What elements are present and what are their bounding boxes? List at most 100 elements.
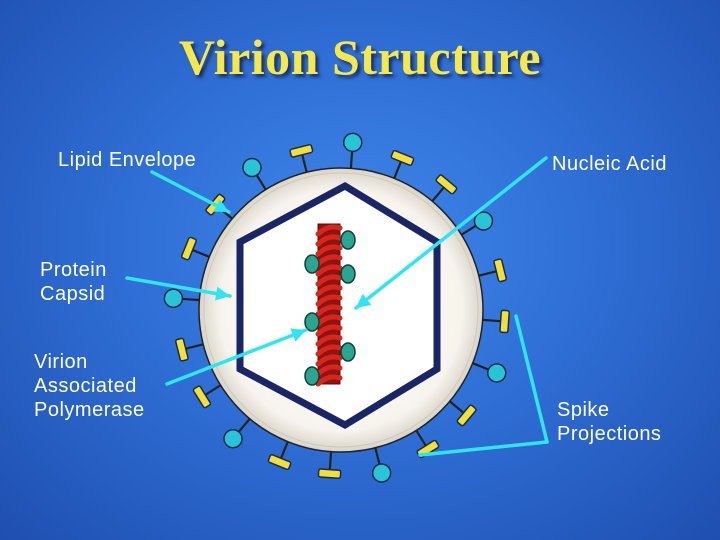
polymerase-molecule bbox=[340, 264, 356, 284]
label-spike-line2: Projections bbox=[557, 423, 662, 445]
spike-stalk bbox=[392, 161, 402, 181]
nucleic-acid-turn bbox=[315, 274, 343, 287]
label-spike-line1: Spike bbox=[557, 399, 610, 421]
spike-stalk bbox=[192, 249, 212, 259]
spike-knob-head bbox=[223, 428, 243, 449]
spike-knob-head bbox=[342, 132, 363, 153]
spike-cap bbox=[267, 439, 292, 471]
pointer-nucleic-acid bbox=[354, 156, 548, 310]
pointer-spike-lower bbox=[418, 440, 549, 457]
spike-cap bbox=[390, 149, 415, 181]
spike-knob bbox=[163, 288, 202, 309]
spike-cap-head bbox=[493, 258, 507, 283]
polymerase-molecule bbox=[304, 312, 320, 332]
nucleic-acid-turn bbox=[315, 374, 343, 387]
spike-cap bbox=[192, 383, 223, 409]
spike-stalk bbox=[414, 428, 427, 447]
spike-stalk bbox=[185, 342, 206, 350]
spike-cap bbox=[289, 144, 314, 175]
spike-cap bbox=[430, 174, 458, 204]
spike-cap-head bbox=[267, 454, 292, 471]
spike-cap-head bbox=[289, 144, 314, 158]
pointer-lipid-envelope bbox=[150, 170, 231, 214]
spike-stalk bbox=[447, 399, 465, 414]
spike-stalk bbox=[237, 416, 252, 434]
spike-knob-head bbox=[371, 463, 392, 483]
spike-stalk bbox=[476, 270, 497, 278]
spike-cap-head bbox=[499, 309, 510, 334]
polymerase-molecule bbox=[340, 230, 356, 250]
spike-stalk bbox=[430, 186, 445, 204]
lipid-envelope-inner-edge bbox=[203, 172, 479, 448]
nucleic-acid-turn bbox=[315, 304, 343, 317]
nucleic-acid-turn bbox=[315, 234, 343, 247]
spike-stalk bbox=[280, 439, 290, 459]
spike-stalk bbox=[181, 297, 202, 302]
label-protein-capsid-line2: Capsid bbox=[40, 283, 106, 305]
spike-knob-head bbox=[242, 157, 262, 178]
label-polymerase-line2: Associated bbox=[34, 375, 137, 397]
spike-cap-head bbox=[192, 385, 212, 409]
label-polymerase-line1: Virion bbox=[34, 351, 88, 373]
spike-knob bbox=[342, 132, 363, 171]
spike-projections bbox=[163, 132, 510, 483]
spike-cap bbox=[180, 236, 212, 261]
spike-cap-head bbox=[175, 337, 189, 362]
pointer-spike-upper bbox=[514, 314, 549, 444]
label-spike-projections: Spike Projections bbox=[557, 398, 661, 446]
nucleic-acid-turn bbox=[315, 264, 343, 277]
polymerase-molecule bbox=[304, 366, 320, 386]
label-lipid-envelope-text: Lipid Envelope bbox=[58, 149, 197, 171]
spike-cap bbox=[317, 449, 342, 479]
spike-cap-head bbox=[435, 174, 458, 195]
label-protein-capsid: Protein Capsid bbox=[40, 258, 107, 306]
spike-knob bbox=[223, 416, 252, 449]
pointer-lipid-envelope-head bbox=[213, 199, 229, 212]
label-protein-capsid-line1: Protein bbox=[40, 259, 107, 281]
pointer-protein-capsid bbox=[125, 276, 232, 298]
pointer-lines bbox=[125, 156, 549, 457]
spike-knob-head bbox=[487, 363, 507, 383]
nucleic-acid-turn bbox=[315, 334, 343, 347]
spike-cap-head bbox=[317, 468, 342, 479]
spike-cap bbox=[175, 337, 206, 362]
nucleic-acid-turn bbox=[315, 224, 343, 237]
pointer-nucleic-acid-head bbox=[356, 293, 372, 308]
spike-stalk bbox=[328, 449, 333, 470]
spike-knob-head bbox=[163, 288, 184, 309]
slide-title: Virion Structure bbox=[178, 29, 542, 85]
polymerase-molecule bbox=[340, 342, 356, 362]
pointer-protein-capsid-head bbox=[215, 286, 230, 301]
polymerase-molecule bbox=[304, 254, 320, 274]
nucleic-acid-turn bbox=[315, 324, 343, 337]
spike-cap bbox=[447, 399, 477, 427]
label-nucleic-acid: Nucleic Acid bbox=[552, 152, 667, 176]
label-lipid-envelope: Lipid Envelope bbox=[58, 148, 196, 172]
label-polymerase-line3: Polymerase bbox=[34, 399, 145, 421]
spike-knob bbox=[470, 361, 507, 383]
label-nucleic-acid-text: Nucleic Acid bbox=[552, 153, 667, 175]
spike-knob bbox=[242, 157, 268, 192]
nucleic-acid-strand bbox=[315, 223, 343, 387]
spike-stalk bbox=[349, 150, 354, 171]
polymerase-group bbox=[304, 230, 356, 386]
spike-cap bbox=[476, 258, 507, 283]
spike-cap bbox=[480, 309, 510, 334]
spike-stalk bbox=[255, 173, 268, 192]
spike-cap-head bbox=[390, 149, 415, 166]
nucleic-acid-turn bbox=[315, 254, 343, 267]
nucleic-acid-turn bbox=[315, 354, 343, 367]
nucleic-acid-turn bbox=[315, 244, 343, 257]
label-polymerase: Virion Associated Polymerase bbox=[34, 350, 145, 422]
nucleic-acid-turn bbox=[315, 364, 343, 377]
spike-stalk bbox=[373, 445, 381, 466]
nucleic-acid-turn bbox=[315, 314, 343, 327]
spike-cap-head bbox=[180, 236, 197, 261]
pointer-polymerase bbox=[165, 328, 308, 386]
spike-stalk bbox=[480, 318, 501, 323]
spike-stalk bbox=[204, 383, 223, 396]
pointer-polymerase-head bbox=[290, 328, 306, 342]
spike-cap-head bbox=[456, 404, 477, 427]
spike-knob bbox=[371, 445, 392, 483]
